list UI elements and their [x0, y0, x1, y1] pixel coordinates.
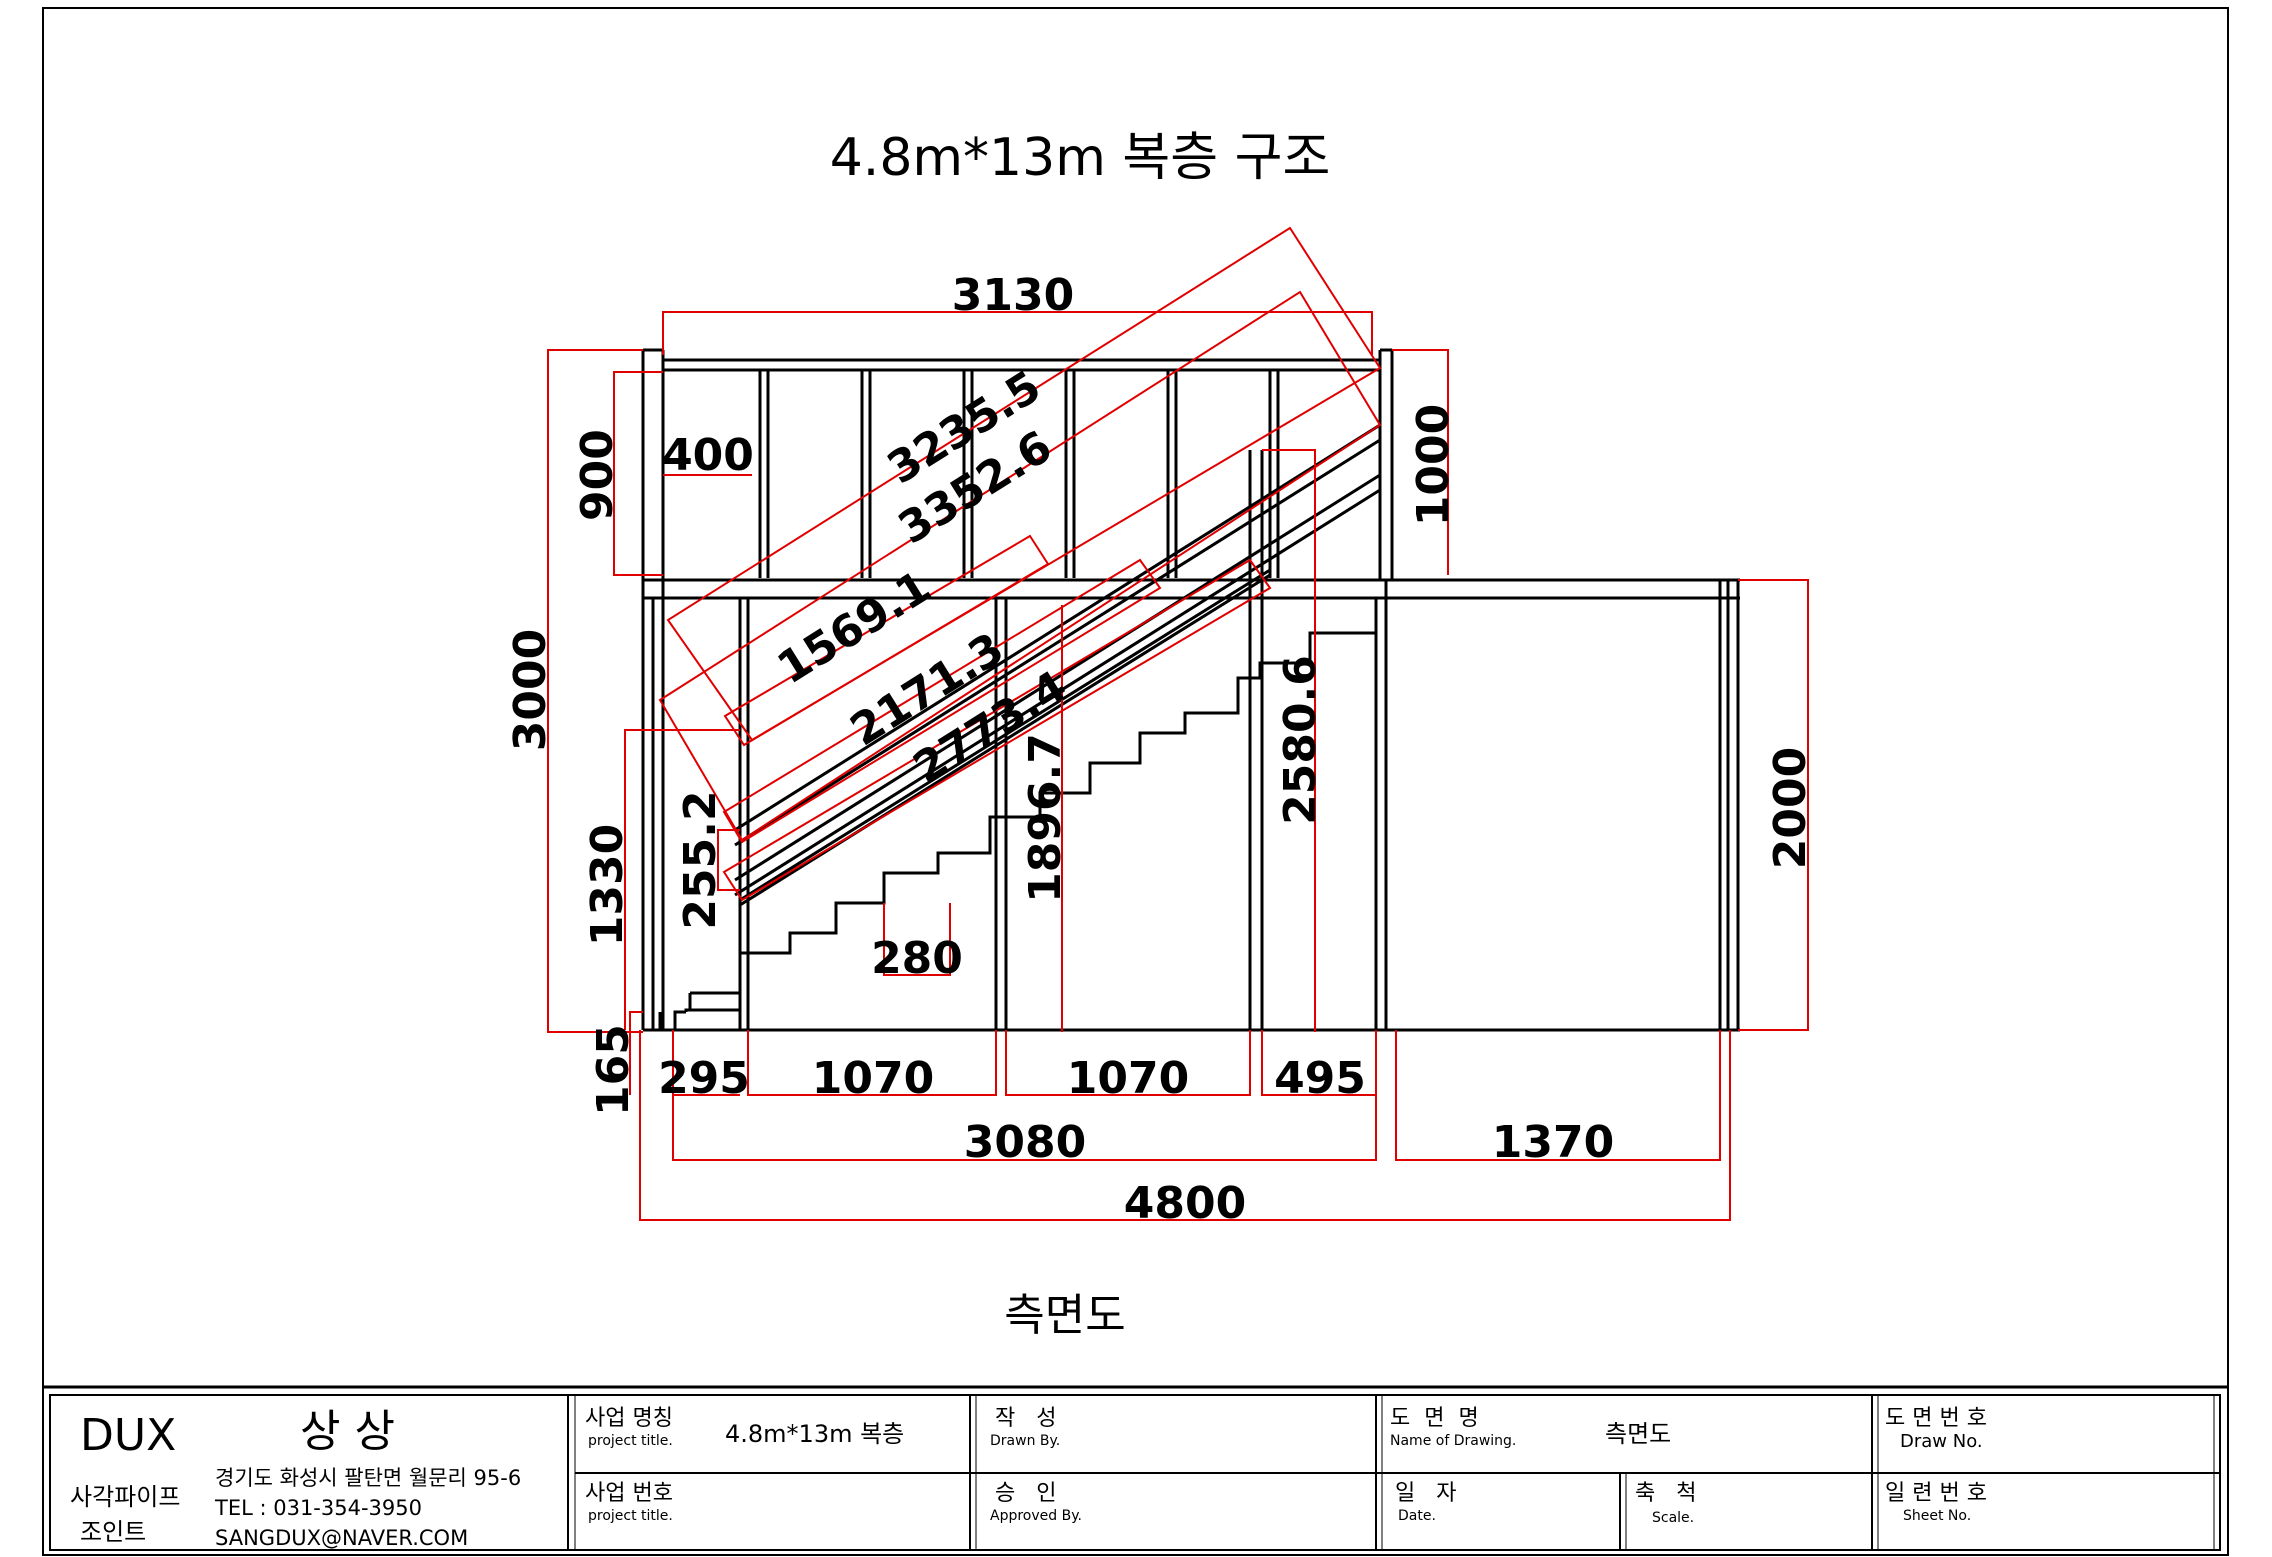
dim-900: 900	[572, 429, 623, 521]
frame-structure	[641, 348, 1740, 1032]
dim-280: 280	[871, 933, 963, 984]
dim-165: 165	[588, 1024, 639, 1116]
sheet-border	[42, 7, 2229, 1556]
dim-1000: 1000	[1408, 404, 1459, 526]
company-type-1: 사각파이프	[70, 1483, 180, 1511]
company-address: 경기도 화성시 팔탄면 월문리 95-6	[215, 1466, 521, 1490]
date-kr: 일 자	[1395, 1481, 1456, 1506]
title-block-text: DUX 상 상 사각파이프 조인트 경기도 화성시 팔탄면 월문리 95-6 T…	[70, 1406, 1987, 1550]
company-email: SANGDUX@NAVER.COM	[215, 1526, 468, 1550]
dim-2000: 2000	[1765, 747, 1816, 869]
drawing-name-kr: 도 면 명	[1390, 1406, 1479, 1431]
dim-3000: 3000	[505, 629, 556, 751]
brand-name-kr: 상 상	[300, 1406, 395, 1457]
dim-1370: 1370	[1492, 1117, 1614, 1168]
brand-logo: DUX	[80, 1410, 176, 1461]
company-type-2: 조인트	[80, 1518, 146, 1546]
project-no-kr: 사업 번호	[585, 1481, 673, 1506]
sheet-no-en: Sheet No.	[1903, 1508, 1971, 1524]
drawn-by-en: Drawn By.	[990, 1433, 1060, 1449]
dim-495: 495	[1274, 1053, 1366, 1104]
scale-en: Scale.	[1652, 1510, 1694, 1526]
project-no-en: project title.	[588, 1508, 673, 1524]
project-name-value: 4.8m*13m 복층	[725, 1420, 904, 1448]
project-name-en: project title.	[588, 1433, 673, 1449]
dim-255-2: 255.2	[675, 790, 726, 929]
dimension-labels: 3130 1000 900 400 3000 3235.5 3352.6 156…	[505, 270, 1816, 1229]
drawing-title: 4.8m*13m 복층 구조	[830, 128, 1331, 188]
scale-kr: 축 척	[1635, 1481, 1696, 1506]
drawing-name-en: Name of Drawing.	[1390, 1433, 1516, 1449]
dim-1896-7: 1896.7	[1020, 733, 1071, 903]
approved-by-en: Approved By.	[990, 1508, 1082, 1524]
drawing-name-value: 측면도	[1605, 1420, 1671, 1448]
drawn-by-kr: 작 성	[995, 1406, 1056, 1431]
approved-by-kr: 승 인	[995, 1481, 1056, 1506]
view-label: 측면도	[1004, 1290, 1125, 1341]
dim-4800: 4800	[1124, 1178, 1246, 1229]
date-en: Date.	[1398, 1508, 1436, 1524]
dim-1070-b: 1070	[1067, 1053, 1189, 1104]
title-block	[43, 1385, 2228, 1551]
company-tel: TEL : 031-354-3950	[214, 1496, 422, 1520]
draw-no-kr: 도 면 번 호	[1885, 1406, 1987, 1431]
dim-400: 400	[662, 430, 754, 481]
sheet-no-kr: 일 련 번 호	[1885, 1481, 1987, 1506]
dim-1330: 1330	[582, 824, 633, 946]
dimension-lines	[547, 226, 1809, 1221]
dim-1070-a: 1070	[812, 1053, 934, 1104]
dim-3080: 3080	[964, 1117, 1086, 1168]
dim-3130: 3130	[952, 270, 1074, 321]
draw-no-en: Draw No.	[1900, 1431, 1983, 1452]
project-name-kr: 사업 명칭	[585, 1406, 673, 1431]
dim-2580-6: 2580.6	[1275, 655, 1326, 825]
dim-295: 295	[658, 1053, 750, 1104]
